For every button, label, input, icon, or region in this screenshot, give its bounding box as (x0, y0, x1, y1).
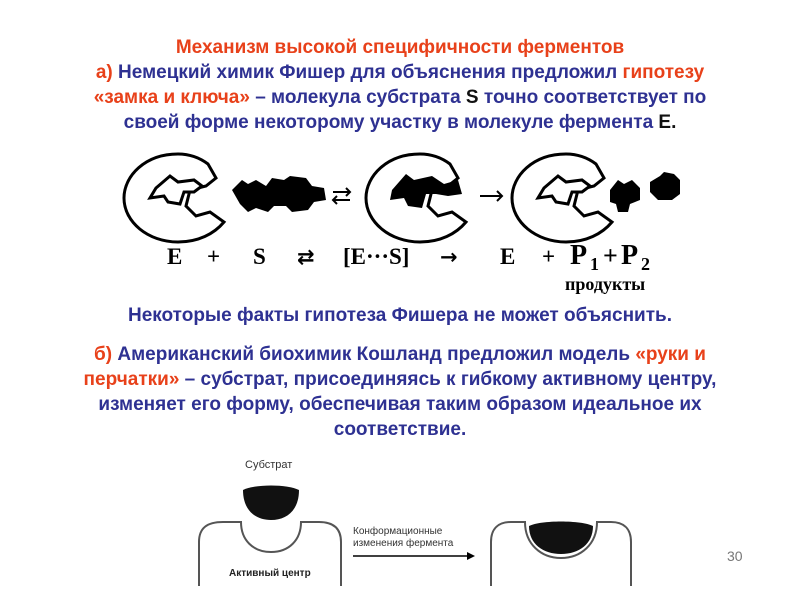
title-text: Механизм высокой специфичности ферментов (175, 37, 625, 58)
eq-products-label: продукты (565, 274, 645, 294)
enzyme-before-shape (198, 521, 342, 586)
eq-plus2: + (542, 244, 555, 269)
section-a-line2-text: – молекула субстрата (255, 87, 461, 108)
enzyme-after-shape (490, 521, 632, 586)
section-a-line-3: своей форме некоторому участку в молекул… (0, 111, 800, 135)
active-site-label: Активный центр (229, 568, 311, 579)
lock-and-key-diagram: E + S ⇄ [E···S] → E + P 1 + P 2 продукты (122, 152, 680, 294)
eq-p2: P (621, 240, 638, 271)
fisher-note-text: Некоторые факты гипотеза Фишера не может… (127, 305, 672, 326)
section-b-line-1: б) Американский биохимик Кошланд предлож… (0, 343, 800, 367)
product-1-shape (610, 180, 640, 212)
eq-plus1: + (207, 244, 220, 269)
section-b-line-4: соответствие. (0, 418, 800, 442)
reversible-arrow-icon (331, 187, 352, 205)
substrate-free-shape (243, 485, 299, 520)
section-a-line3-text: своей форме некоторому участку в молекул… (123, 112, 654, 133)
eq-s: S (253, 244, 266, 269)
eq-e2: E (500, 244, 515, 269)
fisher-note: Некоторые факты гипотеза Фишера не может… (0, 304, 800, 328)
section-a-line-1: а) Немецкий химик Фишер для объяснения п… (0, 61, 800, 85)
section-b-line4-text: соответствие. (333, 419, 467, 440)
section-b-line2-text: – субстрат, присоединяясь к гибкому акти… (184, 369, 717, 390)
eq-p1: P (570, 240, 587, 271)
enzyme-released-shape (510, 152, 615, 244)
eq-p2-subscript: 2 (641, 254, 650, 274)
substrate-symbol: S (465, 87, 479, 108)
eq-e1: E (167, 244, 182, 269)
product-2-shape (650, 172, 680, 200)
section-a-line1-text: Немецкий химик Фишер для объяснения пред… (118, 62, 618, 83)
forward-arrow-icon (480, 190, 504, 202)
substrate-bound-shape (529, 521, 593, 554)
eq-complex: [E···S] (343, 244, 409, 269)
section-a-line2-highlight: «замка и ключа» (93, 87, 250, 108)
eq-forward-arrow: → (440, 245, 458, 269)
section-a-marker: а) (95, 62, 113, 83)
eq-plus3: + (603, 241, 618, 270)
section-b-line3-text: изменяет его форму, обеспечивая таким об… (98, 394, 702, 415)
eq-reversible-arrow: ⇄ (297, 245, 315, 269)
section-a-line2-tail: точно соответствует по (483, 87, 707, 108)
section-b-line-3: изменяет его форму, обеспечивая таким об… (0, 393, 800, 417)
induced-fit-diagram: Субстрат Активный центр Конформационные … (198, 459, 632, 586)
enzyme-free-shape (122, 152, 227, 244)
substrate-label: Субстрат (245, 459, 292, 471)
section-b-line2-highlight: перчатки» (83, 369, 180, 390)
section-b-line1-highlight: «руки и (635, 344, 706, 365)
slide-number: 30 (727, 548, 743, 564)
section-b-marker: б) (94, 344, 113, 365)
conformational-change-arrow-icon (353, 552, 475, 560)
enzyme-symbol: E. (658, 112, 677, 133)
enzyme-substrate-complex-shape (364, 152, 469, 244)
section-b-line1-text: Американский биохимик Кошланд предложил … (117, 344, 631, 365)
section-b-line-2: перчатки» – субстрат, присоединяясь к ги… (0, 368, 800, 392)
substrate-key-shape (232, 176, 326, 212)
change-label-2: изменения фермента (353, 537, 454, 549)
change-label-1: Конформационные (353, 525, 443, 537)
section-a-line1-highlight: гипотезу (622, 62, 705, 83)
slide-title: Механизм высокой специфичности ферментов (0, 36, 800, 60)
eq-p1-subscript: 1 (590, 254, 599, 274)
section-a-line-2: «замка и ключа» – молекула субстрата S т… (0, 86, 800, 110)
